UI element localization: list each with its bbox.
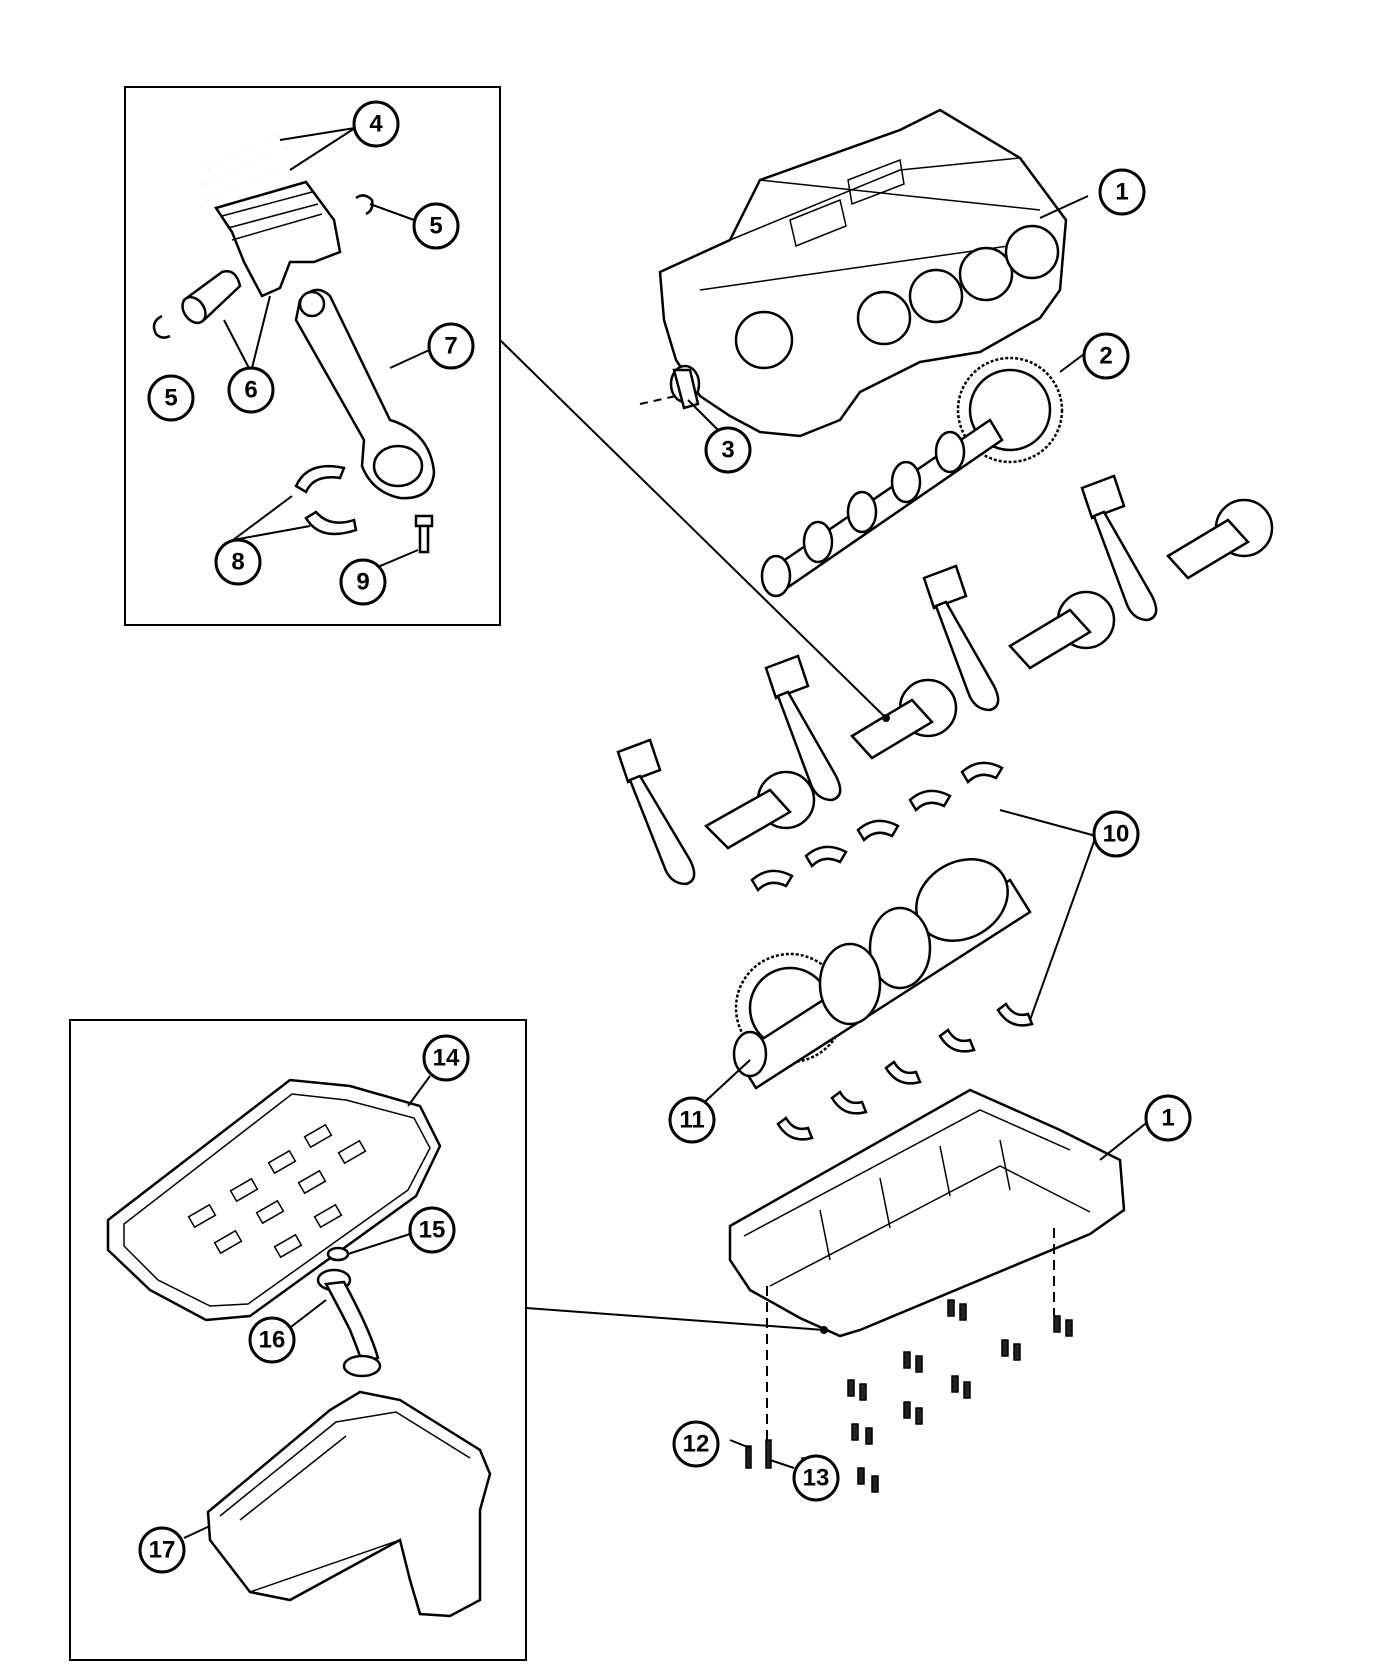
callout-1-engine-block: 1 bbox=[1098, 168, 1146, 216]
leader-lines bbox=[183, 127, 1151, 1539]
piston-rings bbox=[203, 134, 293, 202]
callout-label: 15 bbox=[419, 1217, 446, 1244]
callout-label: 13 bbox=[803, 1465, 830, 1492]
connecting-rod bbox=[294, 288, 436, 500]
callout-label: 7 bbox=[444, 333, 457, 360]
callout-label: 8 bbox=[231, 549, 244, 576]
callout-8-rod-bearings: 8 bbox=[214, 538, 262, 586]
piston-inset-box bbox=[124, 86, 501, 626]
callout-10-main-bearings: 10 bbox=[1092, 810, 1140, 858]
o-ring bbox=[326, 1246, 350, 1262]
camshaft-bearing bbox=[639, 364, 701, 410]
callout-label: 4 bbox=[369, 111, 383, 138]
callout-15-o-ring: 15 bbox=[408, 1206, 456, 1254]
callout-label: 3 bbox=[721, 437, 734, 464]
oil-pan-inset-box bbox=[69, 1019, 527, 1661]
camshaft bbox=[760, 356, 1064, 598]
rod-bearing-shells bbox=[294, 464, 358, 536]
callout-5-clip-lower: 5 bbox=[147, 374, 195, 422]
callout-13-bolt: 13 bbox=[792, 1454, 840, 1502]
callout-3-cam-bearing: 3 bbox=[704, 426, 752, 474]
callout-5-clip-upper: 5 bbox=[412, 202, 460, 250]
callout-label: 5 bbox=[429, 213, 442, 240]
callout-label: 9 bbox=[356, 569, 369, 596]
bedplate-bolts bbox=[745, 1228, 1073, 1493]
callout-6-piston-pin: 6 bbox=[227, 366, 275, 414]
callout-label: 6 bbox=[244, 377, 257, 404]
callout-14-pan-gasket: 14 bbox=[422, 1034, 470, 1082]
callout-label: 2 bbox=[1099, 343, 1112, 370]
callout-label: 1 bbox=[1161, 1105, 1174, 1132]
piston-rod-assembly-3 bbox=[922, 564, 1116, 712]
callout-label: 1 bbox=[1115, 179, 1128, 206]
callout-4-piston-rings: 4 bbox=[352, 100, 400, 148]
callout-16-pickup-tube: 16 bbox=[248, 1316, 296, 1364]
retaining-clip-lower bbox=[152, 314, 171, 339]
piston-pin bbox=[181, 270, 242, 325]
piston-rod-assembly-4 bbox=[1080, 474, 1274, 622]
main-bearing-shells bbox=[750, 761, 1034, 1141]
callout-17-oil-pan: 17 bbox=[138, 1526, 186, 1574]
callout-label: 11 bbox=[679, 1107, 704, 1134]
retaining-clip-upper bbox=[355, 194, 374, 216]
callout-2-camshaft: 2 bbox=[1082, 332, 1130, 380]
piston-rod-assembly-2 bbox=[764, 654, 958, 802]
crankshaft bbox=[732, 858, 1032, 1090]
engine-bedplate bbox=[728, 1088, 1126, 1338]
oil-pan-gasket bbox=[106, 1078, 442, 1322]
engine-block bbox=[658, 108, 1068, 438]
callout-label: 5 bbox=[164, 385, 177, 412]
callout-7-connecting-rod: 7 bbox=[427, 322, 475, 370]
callout-1-bedplate: 1 bbox=[1144, 1094, 1192, 1142]
callout-label: 17 bbox=[149, 1537, 176, 1564]
oil-pan bbox=[206, 1390, 492, 1618]
piston-rod-assembly-1 bbox=[616, 738, 816, 886]
callout-label: 16 bbox=[259, 1327, 286, 1354]
rod-bolt bbox=[414, 514, 434, 554]
callout-12-bolt: 12 bbox=[672, 1420, 720, 1468]
oil-pickup-tube bbox=[316, 1268, 382, 1378]
callout-label: 10 bbox=[1103, 821, 1130, 848]
callout-9-rod-bolt: 9 bbox=[339, 558, 387, 606]
piston bbox=[214, 180, 342, 298]
callout-label: 12 bbox=[683, 1431, 710, 1458]
callout-label: 14 bbox=[433, 1045, 460, 1072]
callout-11-crankshaft: 11 bbox=[668, 1096, 716, 1144]
